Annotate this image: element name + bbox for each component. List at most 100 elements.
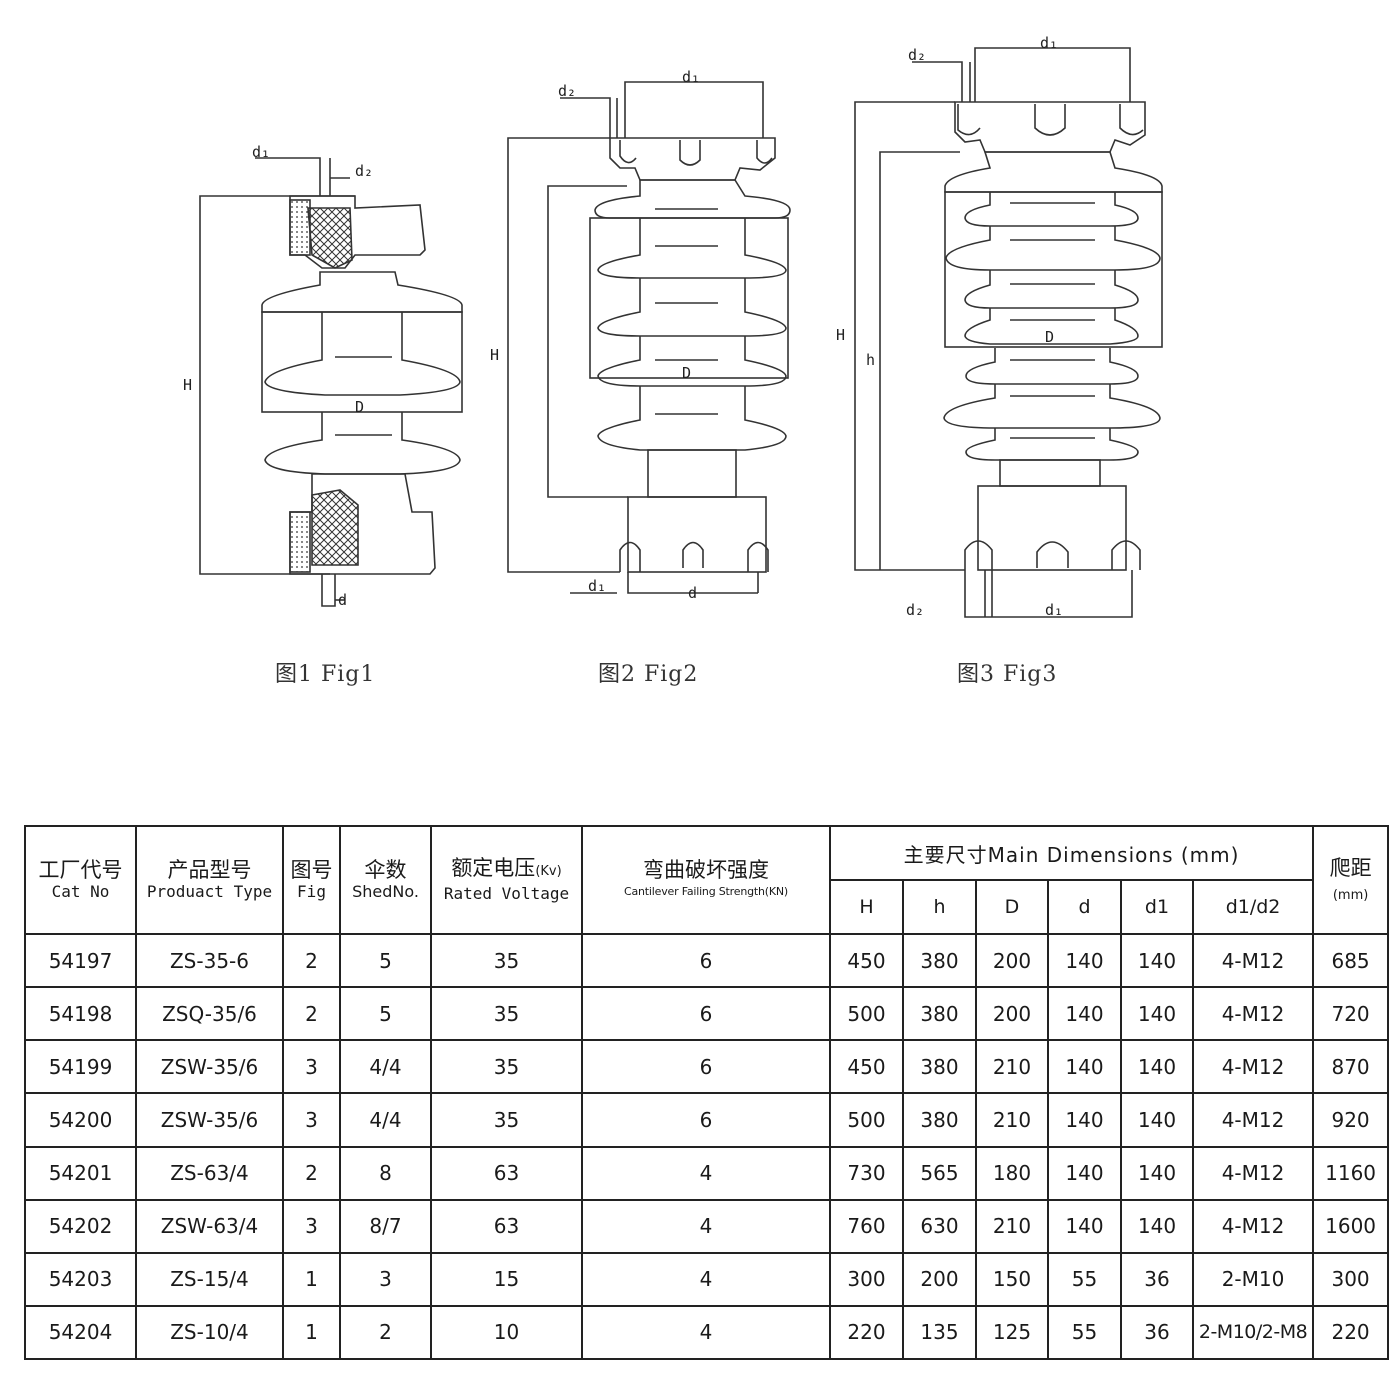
cell-voltage: 35 bbox=[430, 986, 583, 1042]
cell-fig: 2 bbox=[282, 986, 341, 1042]
cell-D: 210 bbox=[975, 1092, 1049, 1148]
cell-cat-no: 54202 bbox=[24, 1198, 137, 1254]
fig2-label-dia: D bbox=[682, 364, 691, 382]
cell-H: 500 bbox=[829, 1092, 904, 1148]
cell-h: 380 bbox=[902, 1092, 977, 1148]
fig3-caption: 图3 Fig3 bbox=[957, 662, 1058, 687]
fig2-caption: 图2 Fig2 bbox=[598, 662, 699, 687]
header-cat-no: 工厂代号 Cat No bbox=[24, 825, 137, 935]
cell-d1: 36 bbox=[1120, 1304, 1194, 1361]
cell-strength: 4 bbox=[581, 1251, 831, 1307]
cell-H: 450 bbox=[829, 1039, 904, 1095]
cell-d: 140 bbox=[1047, 1092, 1122, 1148]
fig2-drawing bbox=[507, 81, 791, 594]
cell-cat-no: 54197 bbox=[24, 932, 137, 989]
header-h: h bbox=[902, 879, 977, 935]
cell-creepage: 300 bbox=[1312, 1251, 1390, 1307]
fig1-label-dia: D bbox=[355, 398, 364, 416]
cell-d: 55 bbox=[1047, 1304, 1122, 1361]
cell-d1: 36 bbox=[1120, 1251, 1194, 1307]
cell-H: 760 bbox=[829, 1198, 904, 1254]
cell-h: 380 bbox=[902, 986, 977, 1042]
cell-creepage: 720 bbox=[1312, 986, 1390, 1042]
cell-fig: 2 bbox=[282, 932, 341, 989]
cell-shed: 4/4 bbox=[339, 1039, 432, 1095]
fig3-label-h-lower: h bbox=[866, 351, 875, 369]
header-product-type: 产品型号 Produact Type bbox=[135, 825, 284, 935]
cell-h: 380 bbox=[902, 932, 977, 989]
header-shed-no: 伞数 ShedNo. bbox=[339, 825, 432, 935]
table-row: 54199 ZSW-35/6 3 4/4 35 6 450 380 210 14… bbox=[24, 1039, 1390, 1095]
cell-type: ZSW-35/6 bbox=[135, 1092, 284, 1148]
cell-d1-d2: 4-M12 bbox=[1191, 1198, 1315, 1254]
fig3-label-dia: D bbox=[1045, 328, 1054, 346]
fig3-label-d2-bottom: d₂ bbox=[906, 601, 924, 619]
fig3-drawing bbox=[854, 47, 1163, 618]
cell-strength: 4 bbox=[581, 1304, 831, 1361]
cell-d1-d2: 4-M12 bbox=[1191, 1092, 1315, 1148]
cell-d1-d2: 2-M10/2-M8 bbox=[1191, 1304, 1315, 1361]
cell-cat-no: 54201 bbox=[24, 1145, 137, 1201]
header-D: D bbox=[975, 879, 1049, 935]
fig2-label-d1: d₁ bbox=[682, 68, 700, 86]
cell-strength: 4 bbox=[581, 1198, 831, 1254]
cell-H: 220 bbox=[829, 1304, 904, 1361]
header-d: d bbox=[1047, 879, 1122, 935]
header-d1-d2: d1/d2 bbox=[1191, 879, 1315, 935]
fig3-label-d1-bottom: d₁ bbox=[1045, 601, 1063, 619]
cell-d1: 140 bbox=[1120, 1039, 1194, 1095]
fig3-label-d2: d₂ bbox=[908, 46, 926, 64]
cell-shed: 8 bbox=[339, 1145, 432, 1201]
cell-creepage: 1160 bbox=[1312, 1145, 1390, 1201]
cell-H: 730 bbox=[829, 1145, 904, 1201]
cell-d: 140 bbox=[1047, 1198, 1122, 1254]
fig3-label-h-upper: H bbox=[836, 326, 845, 344]
fig2-label-d: d bbox=[688, 584, 697, 602]
cell-h: 630 bbox=[902, 1198, 977, 1254]
cell-D: 125 bbox=[975, 1304, 1049, 1361]
cell-strength: 6 bbox=[581, 1039, 831, 1095]
cell-creepage: 1600 bbox=[1312, 1198, 1390, 1254]
cell-type: ZS-10/4 bbox=[135, 1304, 284, 1361]
cell-D: 210 bbox=[975, 1198, 1049, 1254]
cell-shed: 5 bbox=[339, 986, 432, 1042]
cell-strength: 6 bbox=[581, 986, 831, 1042]
header-main-dimensions: 主要尺寸Main Dimensions (mm) bbox=[828, 825, 1315, 881]
cell-d1-d2: 2-M10 bbox=[1191, 1251, 1315, 1307]
cell-type: ZS-63/4 bbox=[135, 1145, 284, 1201]
header-cantilever-strength: 弯曲破坏强度 Cantilever Failing Strength(KN) bbox=[581, 825, 831, 935]
fig1-label-h: H bbox=[183, 376, 192, 394]
cell-d: 140 bbox=[1047, 932, 1122, 989]
cell-d: 140 bbox=[1047, 1039, 1122, 1095]
cell-cat-no: 54198 bbox=[24, 986, 137, 1042]
cell-voltage: 63 bbox=[430, 1198, 583, 1254]
header-creepage: 爬距 (mm) bbox=[1312, 825, 1390, 935]
cell-creepage: 685 bbox=[1312, 932, 1390, 989]
cell-d: 140 bbox=[1047, 1145, 1122, 1201]
cell-type: ZSQ-35/6 bbox=[135, 986, 284, 1042]
cell-shed: 3 bbox=[339, 1251, 432, 1307]
cell-d: 55 bbox=[1047, 1251, 1122, 1307]
cell-d1: 140 bbox=[1120, 986, 1194, 1042]
cell-strength: 6 bbox=[581, 932, 831, 989]
header-H: H bbox=[829, 879, 904, 935]
cell-fig: 1 bbox=[282, 1304, 341, 1361]
cell-creepage: 870 bbox=[1312, 1039, 1390, 1095]
cell-d1: 140 bbox=[1120, 1145, 1194, 1201]
fig1-drawing bbox=[199, 157, 463, 607]
table-row: 54198 ZSQ-35/6 2 5 35 6 500 380 200 140 … bbox=[24, 986, 1390, 1042]
table-row: 54204 ZS-10/4 1 2 10 4 220 135 125 55 36… bbox=[24, 1304, 1390, 1361]
cell-d1: 140 bbox=[1120, 1092, 1194, 1148]
cell-fig: 3 bbox=[282, 1039, 341, 1095]
cell-voltage: 63 bbox=[430, 1145, 583, 1201]
cell-voltage: 35 bbox=[430, 1092, 583, 1148]
figure-1: d₁ d₂ H D d bbox=[183, 34, 1163, 619]
cell-H: 300 bbox=[829, 1251, 904, 1307]
header-d1: d1 bbox=[1120, 879, 1194, 935]
cell-type: ZS-15/4 bbox=[135, 1251, 284, 1307]
header-fig: 图号 Fig bbox=[282, 825, 341, 935]
cell-h: 200 bbox=[902, 1251, 977, 1307]
cell-cat-no: 54204 bbox=[24, 1304, 137, 1361]
fig1-label-d2: d₂ bbox=[355, 162, 373, 180]
header-row-2: H h D d d1 d1/d2 bbox=[25, 879, 1388, 935]
